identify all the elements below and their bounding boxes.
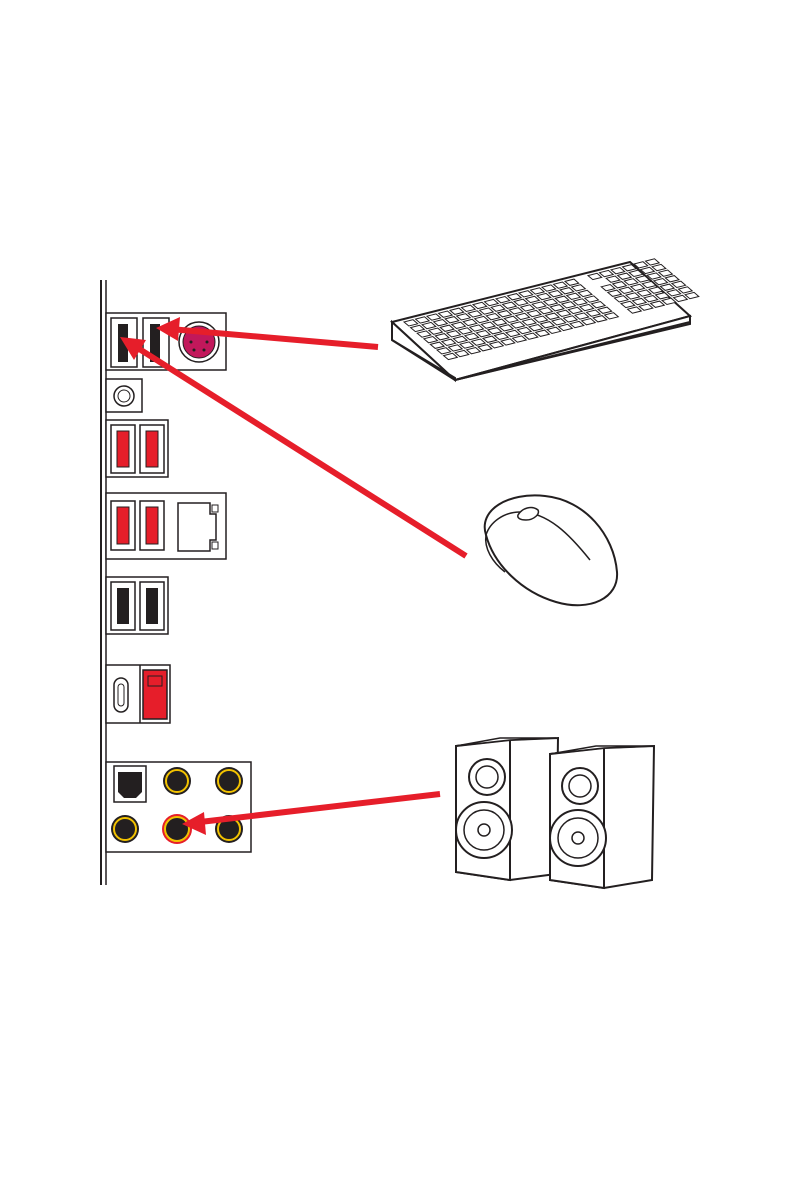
keyboard-key [654, 279, 668, 285]
keyboard-key [665, 276, 679, 282]
usb-lan-group [106, 493, 226, 559]
speakers-icon [456, 738, 654, 888]
usb-group-2 [106, 577, 168, 634]
connection-arrows [120, 317, 466, 835]
usb-port-black[interactable] [140, 582, 164, 630]
optical-spdif-port[interactable] [114, 766, 146, 802]
lan-port[interactable] [178, 503, 218, 551]
keyboard-key [679, 287, 693, 293]
usb-group-1 [106, 420, 168, 477]
keyboard-icon [392, 259, 699, 380]
speaker-left [456, 738, 558, 880]
audio-jack[interactable] [111, 815, 139, 843]
usb-port-red[interactable] [111, 501, 135, 550]
mouse-icon [485, 495, 617, 605]
keyboard-key [674, 295, 688, 301]
usb-port-black[interactable] [111, 582, 135, 630]
audio-group [106, 762, 251, 852]
keyboard-key [685, 292, 699, 298]
keyboard-key [652, 264, 666, 270]
audio-jack[interactable] [215, 767, 243, 795]
speaker-right [550, 746, 654, 888]
usb-port-red[interactable] [140, 425, 164, 473]
usb-port-red[interactable] [143, 670, 167, 719]
bios-flashback-button[interactable] [106, 379, 142, 412]
usb-c-port[interactable] [114, 678, 128, 712]
keyboard-key [672, 281, 686, 287]
audio-jack[interactable] [163, 767, 191, 795]
usb-c-group [106, 665, 170, 723]
keyboard-key [667, 290, 681, 296]
keyboard-key [660, 284, 674, 290]
keyboard-key [659, 270, 673, 276]
keyboard-key [646, 259, 660, 265]
usb-port-red[interactable] [111, 425, 135, 473]
audio-jack-line-out[interactable] [162, 814, 192, 844]
usb-port-red[interactable] [140, 501, 164, 550]
